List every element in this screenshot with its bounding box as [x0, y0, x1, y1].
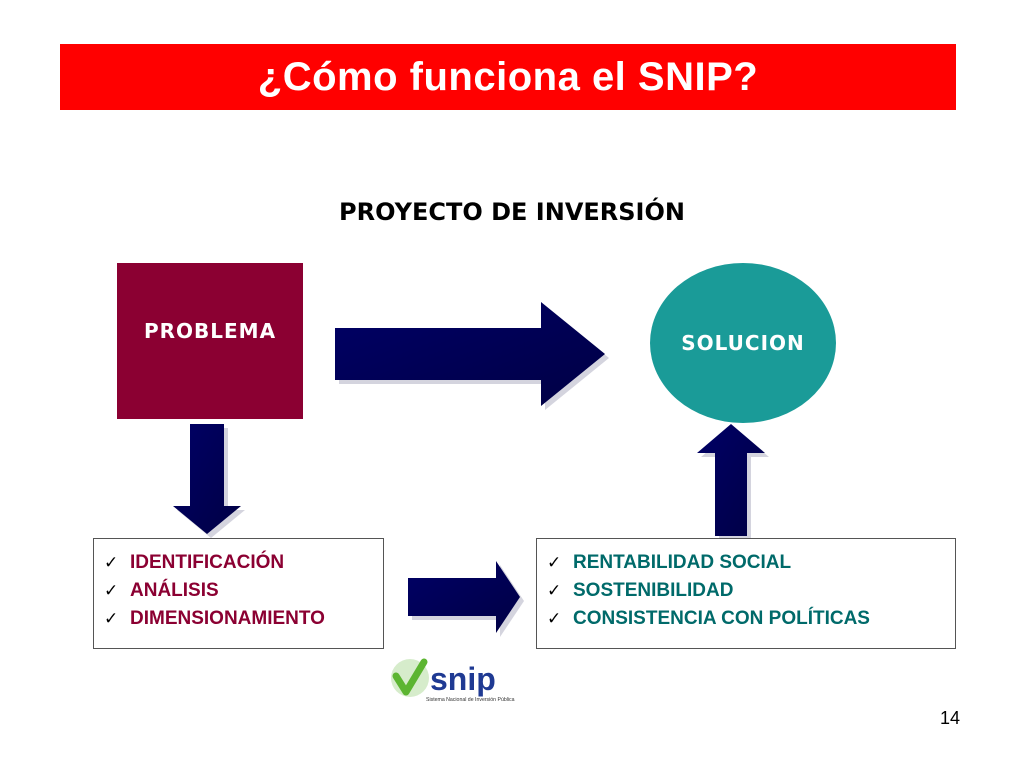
- check-icon: ✓: [547, 609, 562, 629]
- list-item: ✓ SOSTENIBILIDAD: [547, 577, 949, 605]
- diagram-heading: PROYECTO DE INVERSIÓN: [0, 198, 1024, 226]
- problem-box: PROBLEMA: [117, 263, 303, 419]
- list-item-label: IDENTIFICACIÓN: [130, 552, 285, 573]
- arrow-up: [697, 424, 765, 536]
- list-item-label: CONSISTENCIA CON POLÍTICAS: [573, 608, 870, 629]
- check-icon: ✓: [104, 609, 119, 629]
- list-item: ✓ DIMENSIONAMIENTO: [104, 605, 377, 633]
- list-item-label: RENTABILIDAD SOCIAL: [573, 552, 792, 573]
- check-icon: ✓: [104, 581, 119, 601]
- list-item: ✓ CONSISTENCIA CON POLÍTICAS: [547, 605, 949, 633]
- check-icon: ✓: [547, 553, 562, 573]
- list-item-label: DIMENSIONAMIENTO: [130, 608, 325, 629]
- analysis-list-box: ✓ IDENTIFICACIÓN ✓ ANÁLISIS ✓ DIMENSIONA…: [93, 538, 384, 649]
- solution-circle: SOLUCION: [650, 263, 836, 423]
- arrow-right-large: [335, 302, 605, 406]
- logo-tagline: Sistema Nacional de Inversión Pública: [426, 697, 515, 703]
- check-icon: ✓: [547, 581, 562, 601]
- diagram-heading-text: PROYECTO DE INVERSIÓN: [339, 198, 685, 226]
- list-item: ✓ RENTABILIDAD SOCIAL: [547, 549, 949, 577]
- slide-title: ¿Cómo funciona el SNIP?: [257, 54, 759, 99]
- criteria-list-box: ✓ RENTABILIDAD SOCIAL ✓ SOSTENIBILIDAD ✓…: [536, 538, 956, 649]
- logo-wordmark: snip: [430, 661, 496, 697]
- arrow-down: [173, 424, 241, 534]
- list-item: ✓ ANÁLISIS: [104, 577, 377, 605]
- problem-label: PROBLEMA: [143, 319, 277, 343]
- solution-label: SOLUCION: [681, 331, 805, 355]
- arrow-right-small: [408, 561, 520, 633]
- list-item: ✓ IDENTIFICACIÓN: [104, 549, 377, 577]
- check-icon: ✓: [104, 553, 119, 573]
- list-item-label: SOSTENIBILIDAD: [573, 580, 734, 601]
- list-item-label: ANÁLISIS: [130, 580, 219, 601]
- snip-logo: snip Sistema Nacional de Inversión Públi…: [391, 658, 515, 703]
- page-number: 14: [940, 708, 961, 728]
- title-bar: ¿Cómo funciona el SNIP?: [60, 44, 956, 110]
